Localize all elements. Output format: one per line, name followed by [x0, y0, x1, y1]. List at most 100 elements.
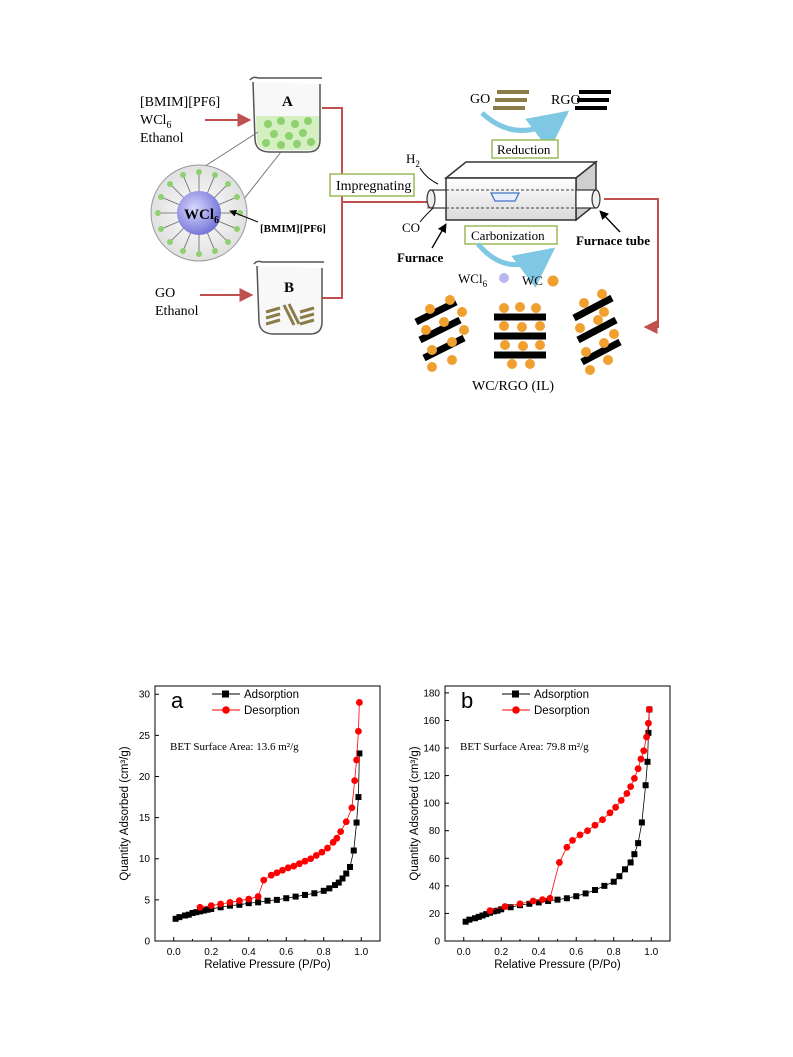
data-point	[350, 847, 357, 854]
go-sheets	[493, 90, 529, 110]
svg-text:H2: H2	[406, 151, 420, 169]
x-tick-label: 0.2	[204, 947, 218, 958]
data-point	[235, 897, 243, 905]
y-axis-label: Quantity Adsorbed (cm³/g)	[119, 746, 131, 880]
x-tick-label: 0.6	[279, 947, 293, 958]
data-point	[569, 836, 576, 844]
carbonization-to: WC	[522, 273, 543, 288]
panel-label: a	[171, 688, 184, 713]
data-point	[573, 893, 580, 900]
data-point	[273, 869, 281, 877]
data-point	[483, 911, 490, 918]
beaker-b-label: B	[284, 280, 294, 296]
micelle-heads	[155, 169, 243, 257]
data-point	[479, 912, 486, 919]
data-point	[563, 895, 570, 902]
data-point	[516, 900, 524, 908]
impregnating-label: Impregnating	[336, 179, 411, 194]
data-point	[335, 879, 342, 886]
y-tick-label: 80	[429, 826, 441, 837]
x-tick-label: 0.2	[494, 947, 508, 958]
data-point	[638, 819, 645, 826]
data-point	[204, 906, 211, 913]
plot-frame	[444, 685, 671, 942]
data-point	[640, 747, 648, 755]
data-point	[584, 827, 591, 835]
wc-dot	[547, 275, 559, 287]
nanoparticles-a	[262, 117, 315, 149]
data-point	[337, 828, 345, 835]
data-point	[207, 902, 215, 910]
data-point	[196, 903, 204, 911]
series-line	[489, 709, 650, 912]
x-tick-label: 0.8	[317, 947, 331, 958]
data-point	[535, 899, 542, 906]
legend-marker	[512, 706, 520, 714]
x-tick-label: 0.0	[457, 947, 471, 958]
data-point	[260, 876, 268, 884]
y-tick-label: 5	[144, 895, 150, 906]
reduction-label: Reduction	[497, 142, 551, 157]
data-point	[616, 873, 623, 880]
gas-h2-sub: 2	[415, 159, 420, 169]
carbonization-from-sub: 6	[483, 279, 488, 289]
data-point	[529, 897, 537, 905]
x-tick-label: 0.8	[607, 947, 621, 958]
x-tick-label: 0.4	[532, 947, 546, 958]
carbonization-box	[464, 225, 558, 245]
x-tick-label: 1.0	[644, 947, 658, 958]
inputs-b: GO Ethanol	[155, 286, 199, 319]
data-point	[311, 890, 318, 897]
reduction-to: RGO	[551, 93, 581, 108]
furnace-tube-label: Furnace tube	[576, 233, 650, 248]
data-point	[217, 900, 225, 908]
data-point	[348, 804, 356, 812]
carbonization-swirl	[476, 242, 556, 288]
data-point	[279, 866, 286, 874]
data-point	[486, 907, 494, 915]
data-point	[326, 885, 333, 892]
beaker-a-label: A	[282, 94, 293, 110]
y-tick-label: 140	[423, 744, 440, 755]
data-point	[312, 852, 320, 859]
beaker-a: A	[249, 76, 322, 153]
data-point	[627, 859, 634, 866]
rgo-sheets	[575, 90, 611, 110]
data-point	[273, 896, 280, 903]
data-point	[644, 758, 651, 765]
data-point	[176, 914, 183, 921]
data-point	[539, 896, 546, 904]
data-point	[264, 897, 271, 904]
data-point	[351, 777, 359, 784]
data-point	[284, 864, 292, 872]
data-point	[290, 862, 298, 870]
carbonization-from: WCl	[458, 271, 483, 286]
data-point	[324, 844, 331, 852]
data-point	[494, 907, 501, 914]
y-tick-label: 20	[139, 772, 151, 783]
y-tick-label: 25	[139, 731, 151, 742]
legend-label: Desorption	[534, 705, 590, 717]
data-point	[546, 894, 554, 902]
data-point	[301, 857, 309, 865]
legend-marker	[222, 690, 229, 698]
reduction-from: GO	[470, 92, 490, 107]
legend-label: Desorption	[244, 705, 300, 717]
data-point	[292, 893, 299, 900]
data-point	[226, 898, 234, 906]
y-tick-label: 15	[139, 813, 151, 824]
data-point	[197, 908, 203, 915]
data-point	[634, 765, 642, 773]
y-tick-label: 0	[434, 937, 440, 948]
product-cluster-3	[572, 289, 622, 375]
x-tick-label: 1.0	[354, 947, 368, 958]
y-tick-label: 40	[429, 881, 441, 892]
micelle-core-label: WCl	[184, 207, 214, 223]
data-point	[555, 859, 563, 866]
gas-h2: H	[406, 151, 415, 166]
data-point	[267, 871, 275, 879]
data-point	[612, 803, 620, 811]
data-point	[637, 755, 645, 763]
data-point	[245, 895, 253, 903]
y-tick-label: 10	[139, 854, 151, 865]
